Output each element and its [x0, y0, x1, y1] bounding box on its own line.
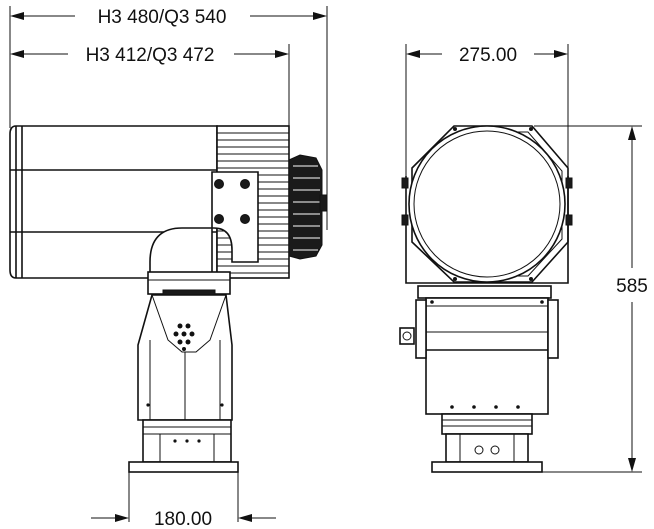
dimension-base-width: 180.00 — [91, 470, 276, 529]
dimension-front-width: 275.00 — [405, 44, 569, 176]
side-view — [9, 125, 328, 473]
front-width-label: 275.00 — [459, 45, 517, 66]
dimension-total-height: 585 — [534, 125, 648, 473]
dimension-overall-length: H3 480/Q3 540 — [9, 6, 328, 230]
overall-length-label: H3 480/Q3 540 — [98, 7, 227, 28]
housing-length-label: H3 412/Q3 472 — [86, 45, 215, 66]
total-height-label: 585 — [616, 276, 648, 297]
front-view — [399, 125, 573, 473]
base-width-label: 180.00 — [154, 509, 212, 529]
